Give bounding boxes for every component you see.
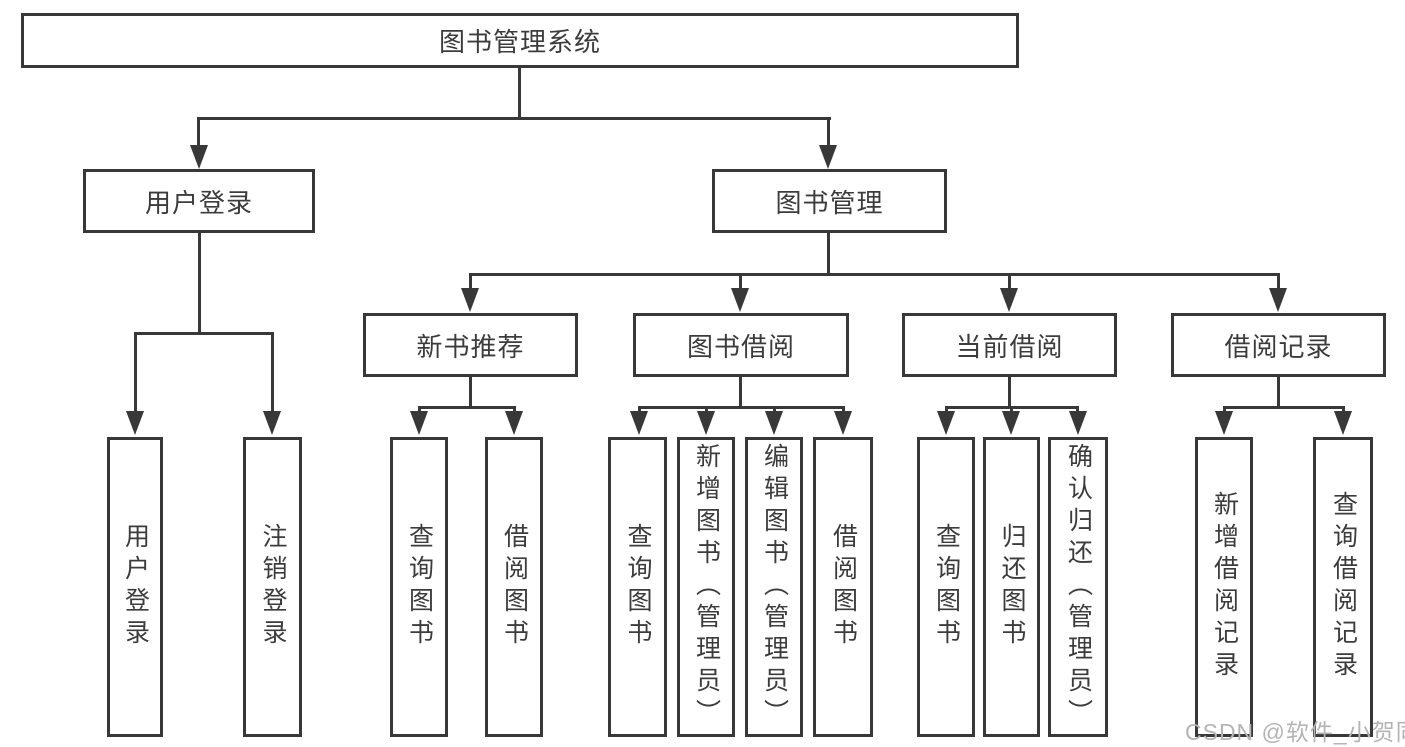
- connector-line: [1076, 406, 1079, 415]
- leaf-confirm-return-admin: 确认归还（管理员）: [1048, 437, 1108, 737]
- node-label: 查询借阅记录: [1329, 491, 1358, 683]
- connector-line: [1223, 406, 1226, 415]
- arrowhead: [697, 411, 715, 435]
- node-library-management-system: 图书管理系统: [21, 13, 1019, 68]
- node-label: 图书管理系统: [438, 27, 601, 57]
- connector-line: [134, 332, 137, 415]
- connector-line: [773, 406, 776, 415]
- connector-line: [739, 377, 742, 409]
- arrowhead: [1000, 288, 1018, 312]
- leaf-user-login: 用户登录: [107, 437, 163, 737]
- arrowhead: [410, 411, 428, 435]
- leaf-borrow-books-borrowing: 借阅图书: [813, 437, 873, 737]
- node-label: 归还图书: [998, 523, 1026, 651]
- leaf-add-book-admin: 新增图书（管理员）: [677, 437, 735, 737]
- connector-line: [518, 67, 521, 120]
- node-label: 用户登录: [144, 187, 253, 218]
- connector-line: [1010, 406, 1013, 415]
- leaf-query-borrow-record: 查询借阅记录: [1313, 437, 1373, 737]
- connector-line: [1008, 377, 1011, 409]
- connector-line: [418, 406, 516, 409]
- arrowhead: [731, 288, 749, 312]
- arrowhead: [505, 411, 523, 435]
- connector-line: [1223, 406, 1345, 409]
- leaf-query-books-current: 查询图书: [917, 437, 975, 737]
- leaf-borrow-books-recommend: 借阅图书: [485, 437, 543, 737]
- node-label: 查询图书: [932, 523, 961, 651]
- arrowhead: [1002, 411, 1020, 435]
- connector-line: [638, 406, 844, 409]
- arrowhead: [461, 288, 479, 312]
- node-label: 查询图书: [405, 523, 434, 651]
- node-label: 新增图书（管理员）: [692, 443, 721, 731]
- connector-line: [827, 117, 830, 149]
- connector-line: [469, 377, 472, 409]
- connector-line: [513, 406, 516, 415]
- node-label: 借阅图书: [500, 523, 529, 651]
- connector-line: [739, 273, 742, 292]
- node-label: 确认归还（管理员）: [1064, 443, 1093, 731]
- connector-line: [1277, 273, 1280, 292]
- node-label: 借阅图书: [829, 523, 858, 651]
- node-user-login: 用户登录: [83, 169, 315, 233]
- arrowhead: [834, 411, 852, 435]
- connector-line: [705, 406, 708, 415]
- connector-line: [1277, 377, 1280, 409]
- connector-line: [197, 117, 200, 149]
- arrowhead: [126, 411, 144, 435]
- node-label: 图书借阅: [686, 331, 795, 362]
- leaf-query-books-recommend: 查询图书: [390, 437, 448, 737]
- node-label: 图书管理: [775, 187, 884, 218]
- connector-line: [418, 406, 421, 415]
- connector-line: [827, 233, 830, 276]
- node-label: 编辑图书（管理员）: [760, 443, 789, 731]
- leaf-edit-book-admin: 编辑图书（管理员）: [745, 437, 803, 737]
- node-label: 用户登录: [121, 523, 150, 651]
- node-book-borrowing: 图书借阅: [633, 313, 849, 377]
- connector-line: [197, 117, 831, 120]
- node-label: 注销登录: [259, 523, 287, 651]
- connector-line: [271, 332, 274, 415]
- node-current-borrowing: 当前借阅: [902, 313, 1117, 377]
- leaf-add-borrow-record: 新增借阅记录: [1195, 437, 1253, 737]
- arrowhead: [190, 145, 208, 169]
- connector-line: [1008, 273, 1011, 292]
- connector-line: [842, 406, 845, 415]
- leaf-query-books-borrowing: 查询图书: [608, 437, 667, 737]
- arrowhead: [819, 145, 837, 169]
- node-new-book-recommend: 新书推荐: [363, 313, 578, 377]
- node-label: 新书推荐: [416, 331, 525, 362]
- node-label: 当前借阅: [955, 331, 1064, 362]
- connector-line: [198, 233, 201, 335]
- node-borrow-records: 借阅记录: [1171, 313, 1386, 377]
- connector-line: [469, 273, 1279, 276]
- connector-line: [945, 406, 948, 415]
- leaf-logout: 注销登录: [243, 437, 302, 737]
- arrowhead: [1269, 288, 1287, 312]
- connector-line: [469, 273, 472, 292]
- connector-line: [134, 332, 274, 335]
- arrowhead: [937, 411, 955, 435]
- node-label: 借阅记录: [1224, 331, 1333, 362]
- arrowhead: [1069, 411, 1087, 435]
- arrowhead: [630, 411, 648, 435]
- arrowhead: [1215, 411, 1233, 435]
- connector-line: [1342, 406, 1345, 415]
- csdn-watermark: CSDN @软件_小贺同学: [1185, 719, 1405, 745]
- connector-line: [638, 406, 641, 415]
- arrowhead: [263, 411, 281, 435]
- arrowhead: [765, 411, 783, 435]
- node-label: 查询图书: [624, 523, 652, 651]
- arrowhead: [1334, 411, 1352, 435]
- node-label: 新增借阅记录: [1210, 491, 1239, 683]
- leaf-return-book: 归还图书: [983, 437, 1040, 737]
- node-book-management: 图书管理: [712, 169, 947, 233]
